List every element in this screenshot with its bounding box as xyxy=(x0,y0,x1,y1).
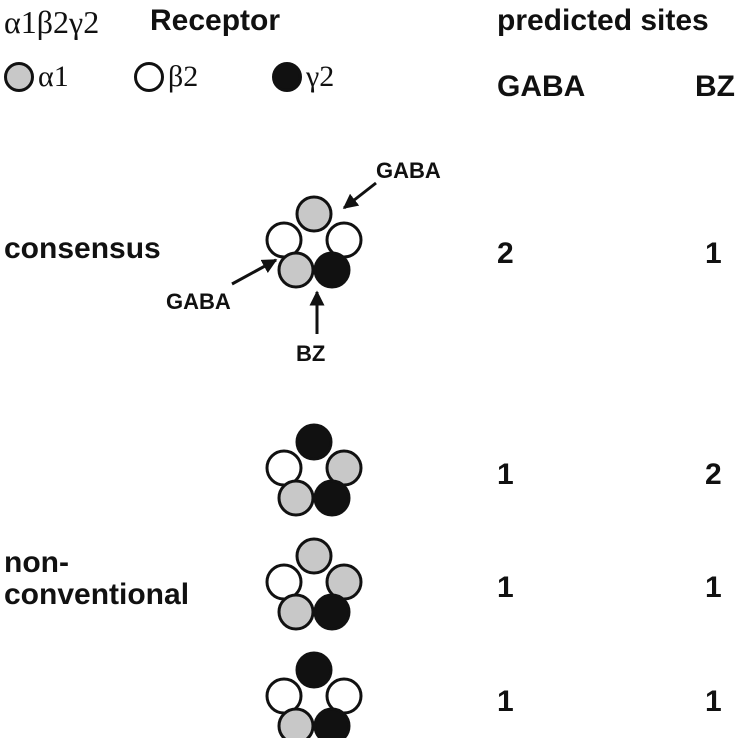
column-bz-heading: BZ xyxy=(695,70,735,103)
row-4-subunit-5 xyxy=(313,707,351,738)
legend-gamma2: γ2 xyxy=(272,60,334,94)
row-3-subunit-1 xyxy=(295,537,333,575)
legend-beta2: β2 xyxy=(134,60,198,94)
group-nonconventional-label-1: non- xyxy=(4,546,69,579)
legend-alpha1: α1 xyxy=(4,60,69,94)
group-consensus-label: consensus xyxy=(4,232,161,265)
row-3-subunit-4 xyxy=(277,593,315,631)
row-4-subunit-1 xyxy=(295,651,333,689)
column-gaba-heading: GABA xyxy=(497,70,586,103)
row-3-bz-count: 1 xyxy=(705,571,722,604)
row-2-subunit-5 xyxy=(313,479,351,517)
row-1-gaba-count: 2 xyxy=(497,237,514,270)
arrow-gaba-left-icon xyxy=(231,258,278,286)
alpha1-swatch-icon xyxy=(4,62,34,92)
receptor-heading: Receptor xyxy=(150,4,281,37)
annotation-bz-bottom: BZ xyxy=(296,341,326,366)
row-4-bz-count: 1 xyxy=(705,685,722,718)
row-1-bz-count: 1 xyxy=(705,237,722,270)
row-2-subunit-1 xyxy=(295,423,333,461)
row-4-gaba-count: 1 xyxy=(497,685,514,718)
predicted-sites-heading: predicted sites xyxy=(497,4,709,37)
row-2-gaba-count: 1 xyxy=(497,458,514,491)
row-1-subunit-5 xyxy=(313,251,351,289)
row-3-gaba-count: 1 xyxy=(497,571,514,604)
arrow-gaba-top-icon xyxy=(342,181,377,210)
beta2-swatch-icon xyxy=(134,62,164,92)
receptor-formula: α1β2γ2 xyxy=(4,4,100,40)
row-4-subunit-4 xyxy=(277,707,315,738)
gamma2-swatch-icon xyxy=(272,62,302,92)
row-1-subunit-4 xyxy=(277,251,315,289)
group-nonconventional-label-2: conventional xyxy=(4,578,190,611)
row-1-subunit-1 xyxy=(295,195,333,233)
annotation-gaba-top: GABA xyxy=(376,158,441,183)
legend-beta2-label: β2 xyxy=(168,60,199,93)
row-2-subunit-4 xyxy=(277,479,315,517)
row-2-bz-count: 2 xyxy=(705,458,722,491)
legend-gamma2-label: γ2 xyxy=(306,60,335,93)
row-3-subunit-5 xyxy=(313,593,351,631)
annotation-gaba-left: GABA xyxy=(166,289,231,314)
legend-alpha1-label: α1 xyxy=(38,60,69,93)
